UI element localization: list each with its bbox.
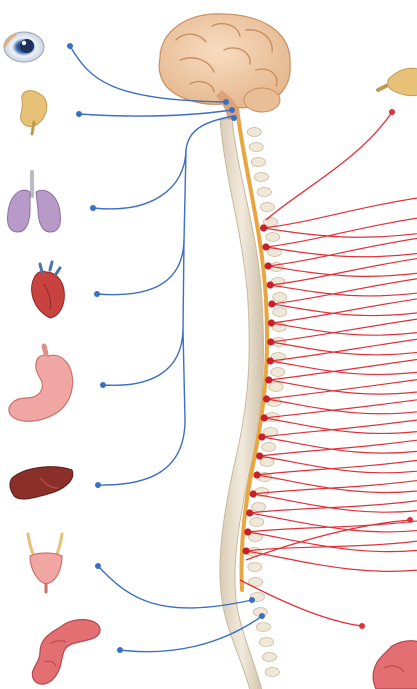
gland-icon [378,68,417,95]
sympathetic-ganglion [244,528,251,535]
sympathetic-nerve [270,285,417,296]
vertebra [265,668,279,677]
sympathetic-ganglion [268,319,275,326]
parasympathetic-nerve-ending [94,291,100,297]
sympathetic-nerve [272,277,417,304]
vertebra [257,188,271,197]
sympathetic-nerve [250,499,417,513]
sympathetic-nerve [264,398,417,418]
liver-icon [10,467,73,499]
parasympathetic-nerve [103,240,184,385]
sympathetic-nerve [272,304,417,316]
parasympathetic-ganglion [223,99,229,105]
parasympathetic-nerve [93,116,234,209]
vertebra [262,443,276,452]
intestine-icon [32,620,100,685]
bladder-icon [28,534,62,592]
sympathetic-nerve [271,317,417,342]
sympathetic-ganglion [256,452,263,459]
sympathetic-nerve [271,342,417,355]
vertebra [260,203,274,212]
sympathetic-nerve [253,479,417,494]
vertebra [248,563,262,572]
parasympathetic-nerve-ending [117,647,123,653]
parasympathetic-nerve-ending [95,563,101,569]
vertebra [273,308,287,317]
vertebra [247,128,261,137]
sympathetic-nerve [267,399,417,414]
sympathetic-nerve [270,257,417,285]
vertebra [262,653,276,662]
parasympathetic-nerve [79,110,232,116]
sympathetic-nerve [269,358,417,380]
parasympathetic-ganglion [231,115,237,121]
sympathetic-ganglion [262,243,269,250]
sympathetic-ganglion [265,262,272,269]
sympathetic-ganglion [265,376,272,383]
sympathetic-nerve [271,323,417,335]
eye-icon [4,32,44,62]
parasympathetic-ganglion [229,107,235,113]
sympathetic-nerve [246,539,417,551]
sympathetic-ganglion [260,224,267,231]
gland-icon [21,91,47,134]
vertebra [260,458,274,467]
vertebra [249,143,263,152]
sympathetic-ganglion [263,395,270,402]
sympathetic-nerve-ending [389,109,395,115]
vertebra [256,623,270,632]
vertebra [254,173,268,182]
sympathetic-nerve [248,519,417,532]
sympathetic-ganglion [242,547,249,554]
sympathetic-nerve [266,247,417,257]
parasympathetic-nerve [98,330,185,485]
sympathetic-nerve [246,551,417,571]
lungs-icon [7,172,60,232]
sympathetic-nerve-ending [359,623,365,629]
sympathetic-nerve [262,437,417,453]
parasympathetic-nerve-ending [67,43,73,49]
heart-icon [32,262,65,318]
sympathetic-ganglion [267,357,274,364]
parasympathetic-nerve-ending [76,111,82,117]
parasympathetic-nerve-ending [95,482,101,488]
sympathetic-nerve [266,112,392,220]
vertebra [252,503,266,512]
stomach-icon [9,346,73,421]
sympathetic-nerve-ending [407,517,413,523]
sympathetic-ganglion [258,433,265,440]
sympathetic-ganglion [253,471,260,478]
sympathetic-nerve [264,418,417,433]
sympathetic-nerve [246,520,410,560]
sympathetic-ganglion [268,300,275,307]
spinal-column [220,118,264,689]
vertebra [271,368,285,377]
sympathetic-ganglion [267,338,274,345]
vertebra [250,518,264,527]
parasympathetic-ganglion [259,613,265,619]
sympathetic-ganglion [261,414,268,421]
sympathetic-nerve [262,418,417,437]
sympathetic-nerve [260,456,417,473]
parasympathetic-nerve [97,150,186,295]
vertebra [273,293,287,302]
vertebra [259,638,273,647]
intestine-icon [373,641,417,689]
vertebra [269,383,283,392]
vertebra [266,233,280,242]
sympathetic-ganglion [267,281,274,288]
parasympathetic-nerve-ending [100,382,106,388]
sympathetic-ganglion [250,490,257,497]
sympathetic-nerve [268,266,417,276]
cerebellum [244,88,280,112]
parasympathetic-ganglion [249,597,255,603]
vertebra [251,158,265,167]
parasympathetic-nerve-ending [90,205,96,211]
sympathetic-nerve [264,196,417,228]
sympathetic-nerve [270,337,417,361]
sympathetic-nerve [267,378,417,399]
sympathetic-ganglion [246,509,253,516]
